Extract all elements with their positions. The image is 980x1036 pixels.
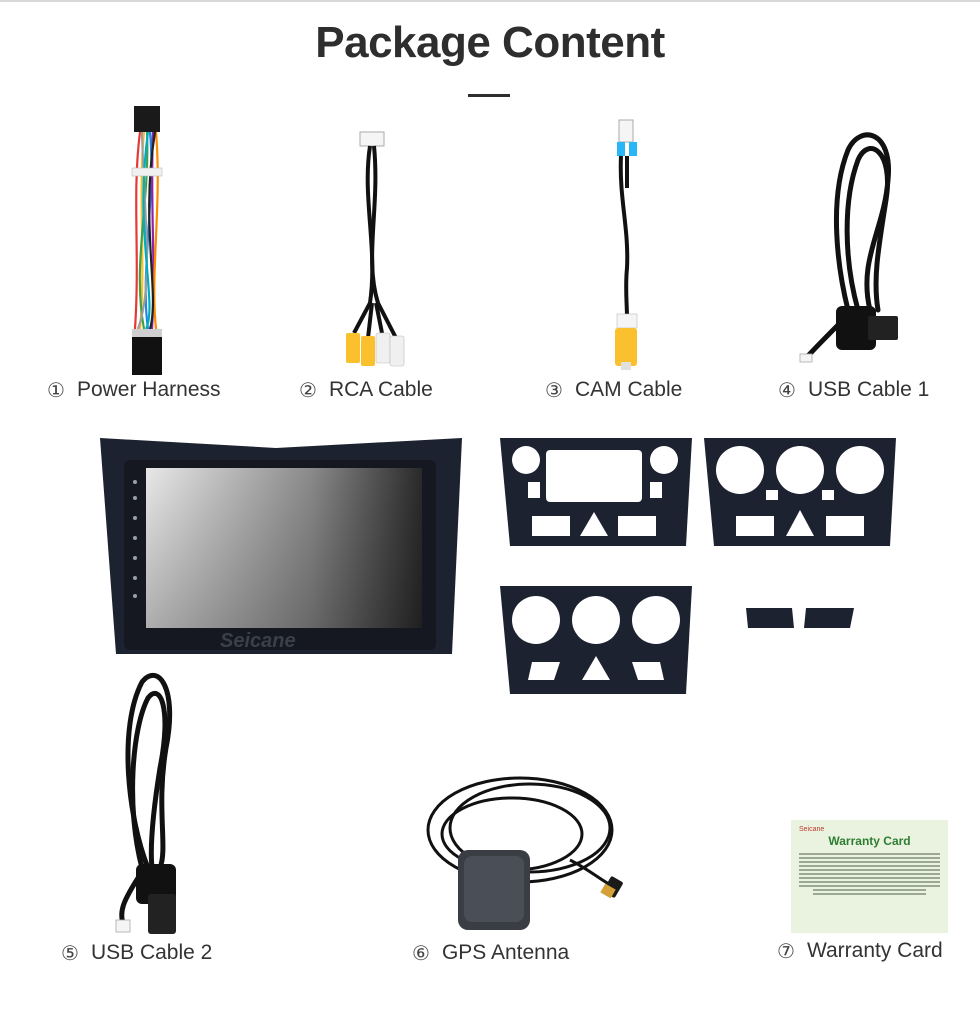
usb-cable-1-image	[799, 132, 898, 363]
page-title: Package Content	[315, 18, 665, 67]
caption-usb-cable-1: ④ USB Cable 1	[778, 378, 929, 402]
dash-frame-c-image	[500, 586, 692, 694]
item-number: ⑥	[412, 941, 430, 965]
dash-frame-b-image	[704, 438, 896, 546]
item-number: ⑤	[61, 941, 79, 965]
caption-power-harness: ① Power Harness	[47, 378, 221, 402]
item-number: ④	[778, 378, 796, 402]
caption-rca-cable: ② RCA Cable	[299, 378, 433, 402]
cam-cable-image	[615, 119, 638, 370]
trim-pieces-image	[746, 608, 854, 628]
power-harness-image	[131, 106, 163, 375]
top-divider	[0, 0, 980, 2]
item-label: RCA Cable	[328, 378, 433, 401]
item-number: ③	[545, 378, 563, 402]
gps-antenna-image	[426, 776, 623, 930]
warranty-card-title: Warranty Card	[828, 834, 911, 848]
caption-cam-cable: ③ CAM Cable	[545, 378, 682, 402]
warranty-card-image: Seicane Warranty Card	[791, 820, 948, 933]
item-label: Warranty Card	[806, 939, 943, 962]
caption-warranty-card: ⑦ Warranty Card	[777, 939, 943, 963]
item-label: GPS Antenna	[441, 941, 570, 964]
warranty-card-fine-print	[799, 853, 940, 895]
item-number: ①	[47, 378, 65, 402]
caption-usb-cable-2: ⑤ USB Cable 2	[61, 941, 212, 965]
seicane-watermark: Seicane	[220, 630, 296, 652]
item-label: USB Cable 2	[90, 941, 213, 964]
warranty-card-brand: Seicane	[799, 826, 825, 833]
rca-cable-image	[346, 131, 405, 367]
usb-cable-2-image	[115, 673, 176, 934]
item-number: ⑦	[777, 939, 795, 963]
head-unit-radio-image: Seicane	[100, 438, 462, 654]
item-label: CAM Cable	[574, 378, 683, 401]
item-label: Power Harness	[76, 378, 221, 401]
title-underline	[468, 94, 510, 97]
item-label: USB Cable 1	[807, 378, 930, 401]
item-number: ②	[299, 378, 317, 402]
dash-frame-a-image	[500, 438, 692, 546]
caption-gps-antenna: ⑥ GPS Antenna	[412, 941, 569, 965]
